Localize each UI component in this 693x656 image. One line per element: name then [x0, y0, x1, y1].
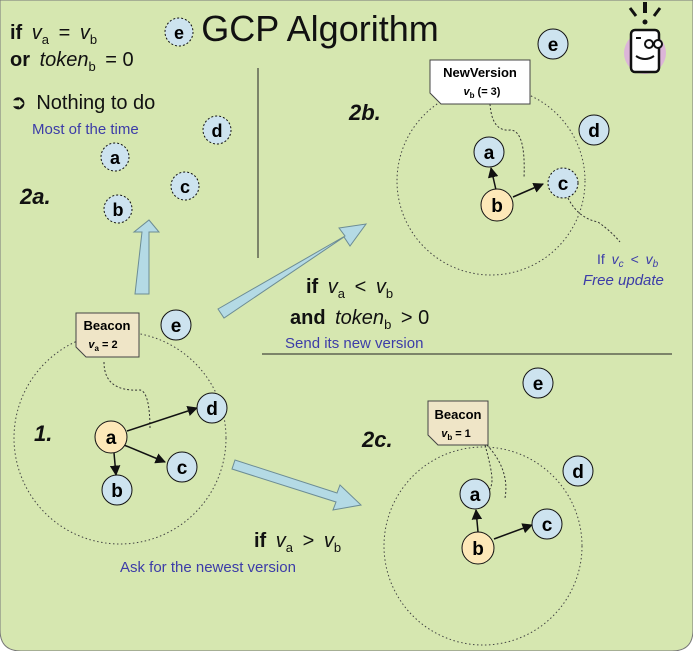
edges-2b	[487, 166, 544, 198]
transition-arrows	[132, 219, 368, 511]
svg-text:a: a	[106, 428, 117, 449]
svg-text:b: b	[113, 200, 124, 220]
cond-2c: if va > vb	[254, 530, 341, 557]
nodes-2a: a b c d e	[100, 17, 232, 224]
note-2a: Most of the time	[32, 121, 139, 138]
edges-1	[109, 405, 198, 477]
step-2c: 2c.	[361, 427, 393, 452]
range-circle-2b	[396, 86, 586, 276]
svg-text:d: d	[212, 121, 223, 141]
beacon-2c-leader	[479, 444, 493, 499]
page-title: GCP Algorithm	[201, 8, 438, 49]
svg-text:c: c	[180, 177, 190, 197]
nodes-2c: a b c d e	[459, 367, 594, 565]
cond-2b-line1: if va < vb	[306, 276, 393, 303]
step-1: 1.	[34, 421, 52, 446]
cond-2a-line2: or tokenb = 0	[10, 49, 134, 76]
free-update-leader	[567, 197, 621, 243]
svg-text:a: a	[470, 485, 481, 506]
step-2b: 2b.	[348, 100, 381, 125]
result-2a: ➲ Nothing to do	[10, 92, 155, 114]
beacon-2c-note: Beacon vb= 1	[427, 400, 489, 446]
cond-2a-line1: if va = vb	[10, 22, 97, 49]
svg-text:Beacon: Beacon	[435, 407, 482, 422]
svg-text:e: e	[548, 35, 559, 56]
svg-text:d: d	[572, 462, 584, 483]
svg-text:a: a	[110, 148, 121, 168]
range-circle-1	[13, 331, 227, 545]
svg-text:c: c	[542, 515, 553, 536]
svg-text:a: a	[484, 143, 495, 164]
beacon-2c-leader-2	[486, 444, 507, 499]
svg-text:c: c	[558, 174, 569, 195]
svg-text:vb= 1: vb= 1	[441, 428, 471, 442]
cond-2b-line2: and tokenb > 0	[290, 307, 429, 334]
svg-text:Beacon: Beacon	[84, 318, 131, 333]
step-2a: 2a.	[19, 184, 51, 209]
nodes-2b: a b c d e	[473, 28, 610, 222]
svg-text:b: b	[111, 481, 123, 502]
svg-text:va= 2: va= 2	[88, 339, 117, 353]
newversion-leader	[489, 103, 525, 179]
svg-text:e: e	[171, 316, 182, 337]
idea-face-icon	[624, 2, 666, 74]
range-circle-2c	[383, 446, 583, 646]
action-2b: Send its new version	[285, 335, 423, 352]
newversion-note: NewVersion vb(= 3)	[429, 59, 531, 105]
arrow-to-2b	[217, 223, 368, 319]
edges-2c	[471, 508, 533, 540]
right-arrow-icon: ➲	[10, 92, 27, 114]
svg-text:NewVersion: NewVersion	[443, 65, 517, 80]
beacon-1-leader	[103, 361, 151, 431]
free-update-label: Free update	[583, 272, 664, 289]
svg-text:vb(= 3): vb(= 3)	[464, 86, 501, 100]
svg-text:b: b	[491, 196, 503, 217]
svg-text:b: b	[472, 539, 484, 560]
action-2c: Ask for the newest version	[120, 559, 296, 576]
svg-text:d: d	[588, 121, 600, 142]
svg-text:e: e	[174, 23, 184, 43]
free-update-cond: If vc < vb	[597, 251, 659, 270]
beacon-1-note: Beacon va= 2	[75, 312, 140, 358]
svg-text:c: c	[177, 458, 188, 479]
svg-text:e: e	[533, 374, 544, 395]
arrow-to-2c	[231, 459, 363, 511]
nodes-1: a b c d e	[94, 309, 228, 506]
arrow-to-2a	[132, 219, 161, 295]
svg-text:d: d	[206, 399, 218, 420]
